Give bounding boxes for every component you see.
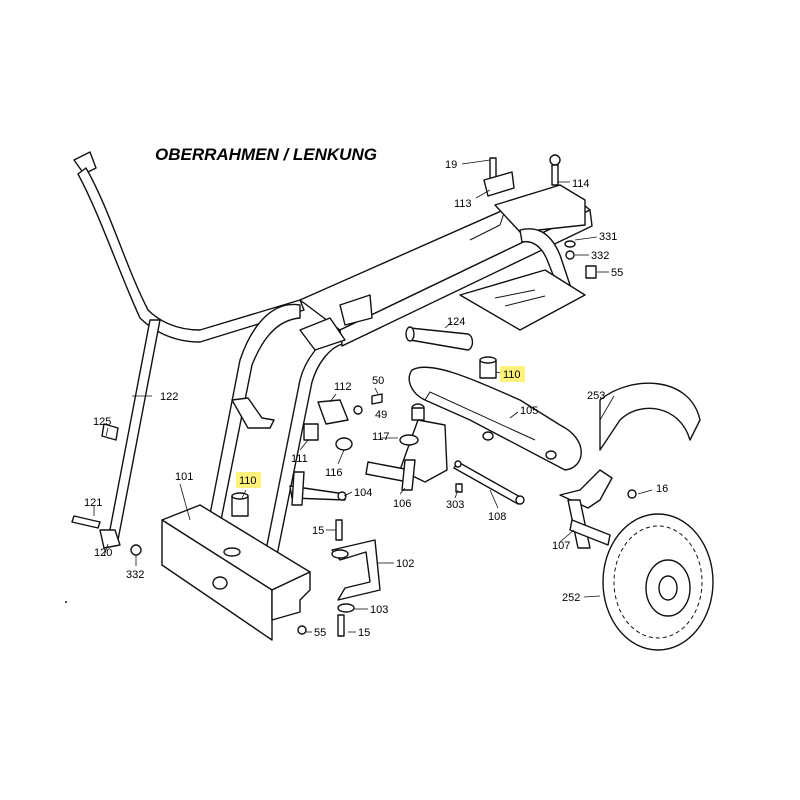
ball-stud-114-part — [549, 154, 561, 166]
callout-105: 105 — [520, 405, 538, 417]
tie-rod-part — [453, 460, 525, 505]
nut-49-part — [353, 405, 363, 415]
nut-332-lower-part — [130, 544, 142, 556]
callout-332-lower: 332 — [126, 569, 144, 581]
upper-frame-part — [204, 184, 593, 571]
callout-125: 125 — [93, 416, 111, 428]
diagram-title: OBERRAHMEN / LENKUNG — [155, 145, 377, 164]
callout-104: 104 — [354, 487, 372, 499]
callout-120: 120 — [94, 547, 112, 559]
link-120-part — [99, 529, 121, 549]
ring-116-part — [335, 437, 353, 451]
callout-117: 117 — [372, 431, 390, 443]
callout-labels: 19 113 114 331 332 55 124 110 122 112 50… — [84, 159, 668, 639]
callout-113: 113 — [454, 198, 472, 210]
callout-102: 102 — [396, 558, 414, 570]
wheel-part — [602, 513, 714, 651]
bracket-102-part — [331, 519, 381, 637]
bolt-50-part — [371, 393, 383, 405]
callout-19: 19 — [445, 159, 457, 171]
steering-knuckle-part — [365, 403, 448, 491]
grip-124-part — [405, 326, 474, 351]
callout-50: 50 — [372, 375, 384, 387]
callout-49: 49 — [375, 409, 387, 421]
callout-110-right: 110 — [503, 369, 521, 381]
steering-arm-part — [289, 471, 347, 506]
front-axle-part — [408, 366, 582, 471]
washer-331-part — [564, 240, 576, 248]
callout-124: 124 — [447, 316, 465, 328]
callout-111: 111 — [291, 453, 308, 465]
highlight-110-right — [500, 366, 525, 382]
spacer-111-part — [303, 423, 319, 441]
callout-303: 303 — [446, 499, 464, 511]
callout-122: 122 — [160, 391, 178, 403]
callout-101: 101 — [175, 471, 193, 483]
wheel-spindle-part — [559, 469, 637, 549]
callout-15-lower: 15 — [358, 627, 370, 639]
callout-55: 55 — [611, 267, 623, 279]
bushing-110-right-part — [479, 356, 497, 379]
bolt-55-lower-part — [297, 625, 307, 635]
leader-lines — [93, 159, 653, 633]
nut-332-part — [565, 250, 575, 260]
callout-116: 116 — [325, 467, 343, 479]
callout-16: 16 — [656, 483, 668, 495]
fender-part — [599, 382, 701, 451]
bracket-112-part — [317, 399, 349, 425]
callout-114: 114 — [572, 178, 590, 190]
callout-15: 15 — [312, 525, 324, 537]
callout-110-left: 110 — [239, 475, 257, 487]
callout-108: 108 — [488, 511, 506, 523]
pedestal-box-part — [161, 504, 311, 641]
callout-112: 112 — [334, 381, 352, 393]
callout-103: 103 — [370, 604, 388, 616]
plate-113-part — [483, 171, 515, 197]
bolt-121-part — [71, 515, 101, 529]
washer-117-part — [399, 434, 419, 446]
callout-106: 106 — [393, 498, 411, 510]
bushing-110-left-part — [231, 492, 249, 517]
callout-331: 331 — [599, 231, 617, 243]
callout-253: 253 — [587, 390, 605, 402]
parts-drawing — [71, 151, 714, 651]
callout-252: 252 — [562, 592, 580, 604]
callout-121: 121 — [84, 497, 102, 509]
callout-55-lower: 55 — [314, 627, 326, 639]
speck-mark — [65, 601, 67, 603]
bolt-55-part — [585, 265, 597, 279]
callout-332: 332 — [591, 250, 609, 262]
highlight-110-left — [236, 472, 261, 488]
callout-107: 107 — [552, 540, 570, 552]
